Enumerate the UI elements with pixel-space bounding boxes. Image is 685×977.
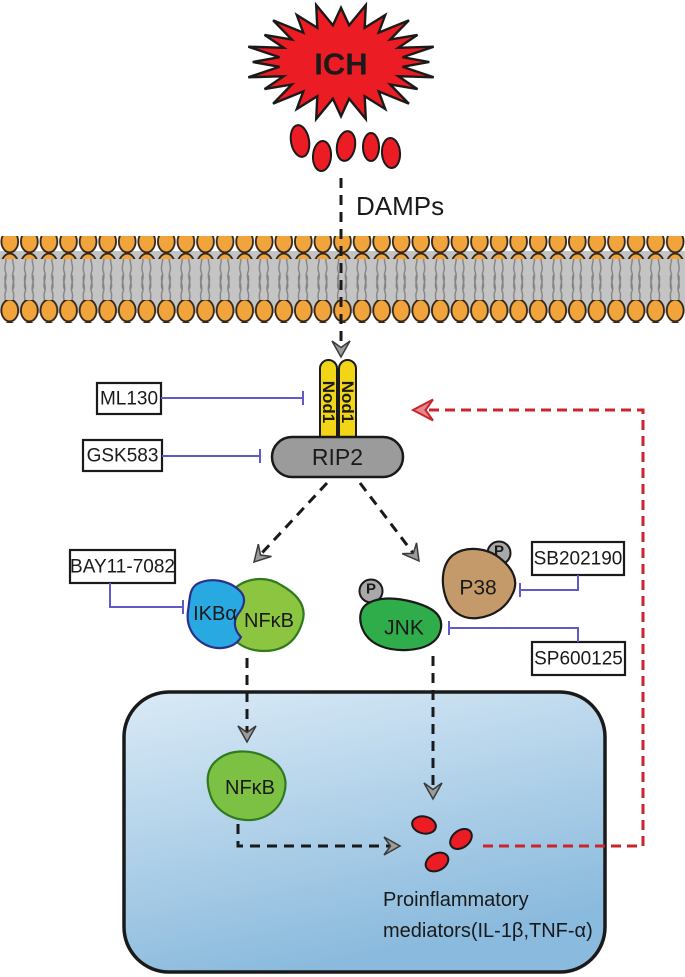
ich-starburst [247,1,435,123]
ml130-label: ML130 [100,389,158,410]
damp-particles [289,124,402,172]
bay11-7082-label: BAY11-7082 [70,557,175,578]
ikba-blob [186,579,246,650]
sp600125-label: SP600125 [534,649,623,670]
ich-label: ICH [314,47,367,82]
gsk583-box [81,438,164,473]
damp-particle-icon [362,132,380,162]
p38-label: P38 [459,577,496,600]
jnk-phospho-label: P [366,581,376,598]
rip2-to-mapk-arrow [358,482,415,554]
output-label-line2: mediators(IL-1β,TNF-α) [383,920,593,942]
rip2-to-nfkb-arrow [259,481,329,556]
sp600125-inhibition-line [448,621,579,642]
transcription-arrow [236,824,390,848]
membrane-heads-bottom [0,300,685,323]
ml130-inhibition-line [161,391,304,405]
rip2-adapter [270,435,405,479]
nfkb-nuclear-label: NFκB [225,777,275,799]
feedback-loop-arrow [424,408,645,848]
damps-arrowhead-icon [331,340,351,358]
mediator-particle-icon [411,815,437,835]
damp-particle-icon [311,140,333,172]
damp-particle-icon [289,124,311,158]
bay11-7082-box [68,548,177,585]
damp-particle-icon [335,130,357,162]
nod1-left-label: Nod1 [319,381,338,424]
nod1-right-label: Nod1 [338,381,357,424]
rip2-label: RIP2 [312,444,363,470]
gsk583-inhibition-line [162,449,261,463]
bay11-7082-inhibition-line [109,583,184,614]
jnk-label: JNK [384,617,424,640]
nfkb-cytoplasm-label: NFκB [244,610,294,632]
sb202190-box [530,540,626,577]
output-label-line1: Proinflammatory [383,889,529,911]
damps-label: DAMPs [356,191,444,221]
sb202190-label: SB202190 [534,549,623,570]
nfkb-nuclear-blob [206,750,287,822]
rip2-to-mapk-arrowhead-icon [401,542,427,568]
jnk-blob [359,597,443,652]
damp-particle-icon [380,137,402,169]
sb202190-inhibition-line [519,575,579,597]
p38-blob [441,547,517,620]
p38-phospho-label: P [494,543,504,560]
mediator-particles [411,815,473,873]
ikba-label: IKBα [193,603,237,625]
mediator-particle-icon [424,851,450,873]
mediator-particle-icon [449,828,473,850]
gsk583-label: GSK583 [87,446,159,467]
